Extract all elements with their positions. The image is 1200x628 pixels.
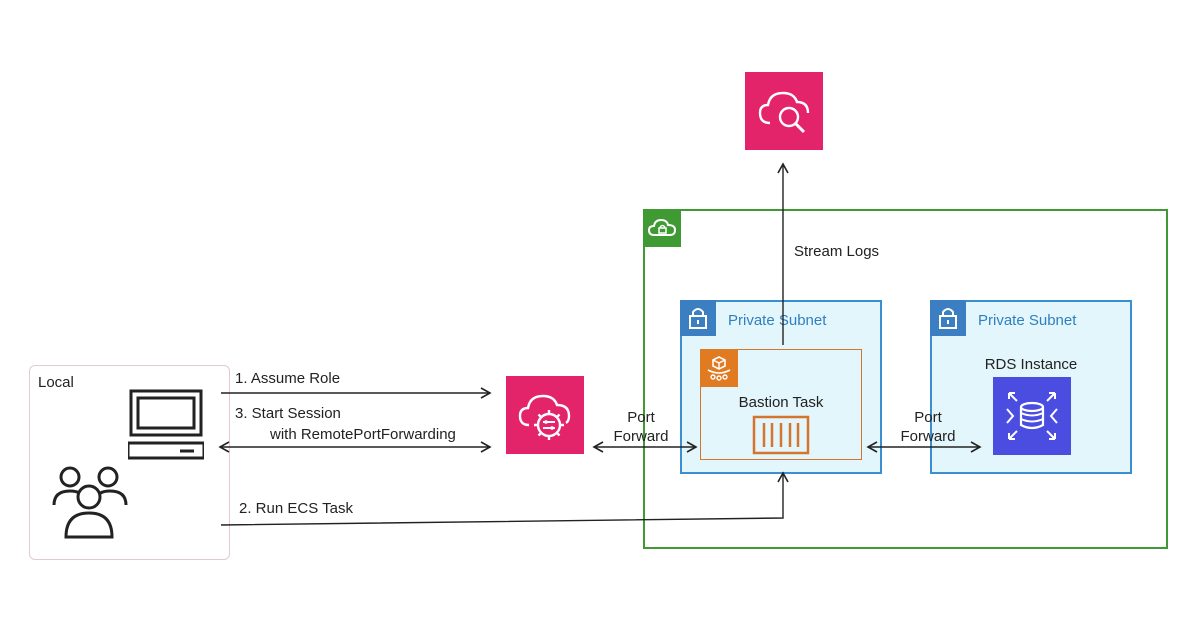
users-icon: [52, 466, 128, 539]
rds-instance-label: RDS Instance: [984, 356, 1078, 373]
padlock-icon: [680, 300, 716, 336]
subnet-title: Private Subnet: [728, 312, 827, 329]
assume-role-label: 1. Assume Role: [235, 370, 341, 387]
cloud-lock-icon: [643, 209, 681, 247]
run-ecs-task-label: 2. Run ECS Task: [239, 500, 353, 517]
port-forward-right-label-line2: Forward: [900, 428, 956, 445]
port-forward-left-label-line2: Forward: [613, 428, 669, 445]
computer-icon: [128, 389, 204, 460]
database-icon: [993, 377, 1071, 455]
stream-logs-label: Stream Logs: [794, 243, 880, 260]
start-session-label-line2: with RemotePortForwarding: [270, 426, 456, 443]
cloud-gear-icon: [506, 376, 584, 454]
cloud-search-icon: [745, 72, 823, 150]
bastion-task-label: Bastion Task: [738, 394, 824, 411]
container-icon: [752, 415, 810, 455]
run-ecs-task-arrow: [220, 471, 789, 526]
fargate-icon: [700, 349, 738, 387]
subnet-title: Private Subnet: [978, 312, 1077, 329]
local-label: Local: [38, 374, 74, 391]
vpc-group: [643, 209, 1168, 549]
start-session-label-line1: 3. Start Session: [235, 405, 341, 422]
port-forward-right-label-line1: Port: [914, 409, 942, 426]
padlock-icon: [930, 300, 966, 336]
port-forward-left-label-line1: Port: [627, 409, 655, 426]
